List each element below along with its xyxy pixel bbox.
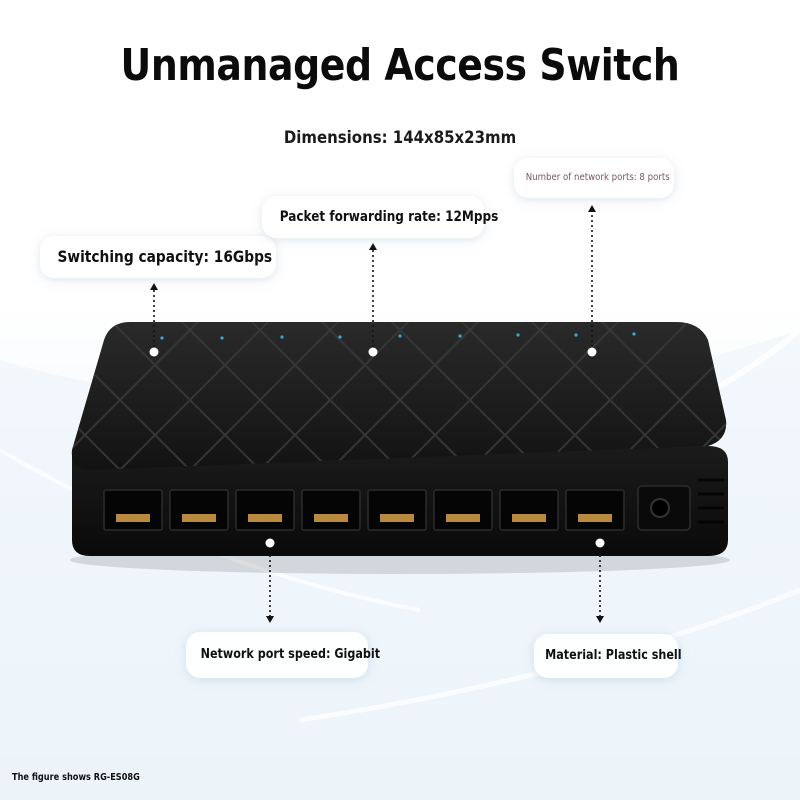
ethernet-ports <box>103 489 625 531</box>
packet-forwarding-callout: Packet forwarding rate: 12Mpps <box>262 196 498 238</box>
switching-capacity-label: Switching capacity: 16Gbps <box>57 247 273 266</box>
port-speed-callout: Network port speed: Gigabit <box>186 632 380 678</box>
material-label: Material: Plastic shell <box>545 648 682 663</box>
material-callout: Material: Plastic shell <box>534 634 682 678</box>
packet-forwarding-label: Packet forwarding rate: 12Mpps <box>279 209 499 225</box>
switching-capacity-callout: Switching capacity: 16Gbps <box>40 236 276 278</box>
port-speed-label: Network port speed: Gigabit <box>200 647 381 662</box>
page-title: Unmanaged Access Switch <box>120 40 680 91</box>
network-ports-callout: Number of network ports: 8 ports <box>514 158 674 198</box>
network-ports-label: Number of network ports: 8 ports <box>525 172 670 183</box>
dimensions-label: Dimensions: 144x85x23mm <box>283 128 517 148</box>
footer-caption: The figure shows RG-ES08G <box>12 772 140 783</box>
led-indicators <box>160 332 636 340</box>
